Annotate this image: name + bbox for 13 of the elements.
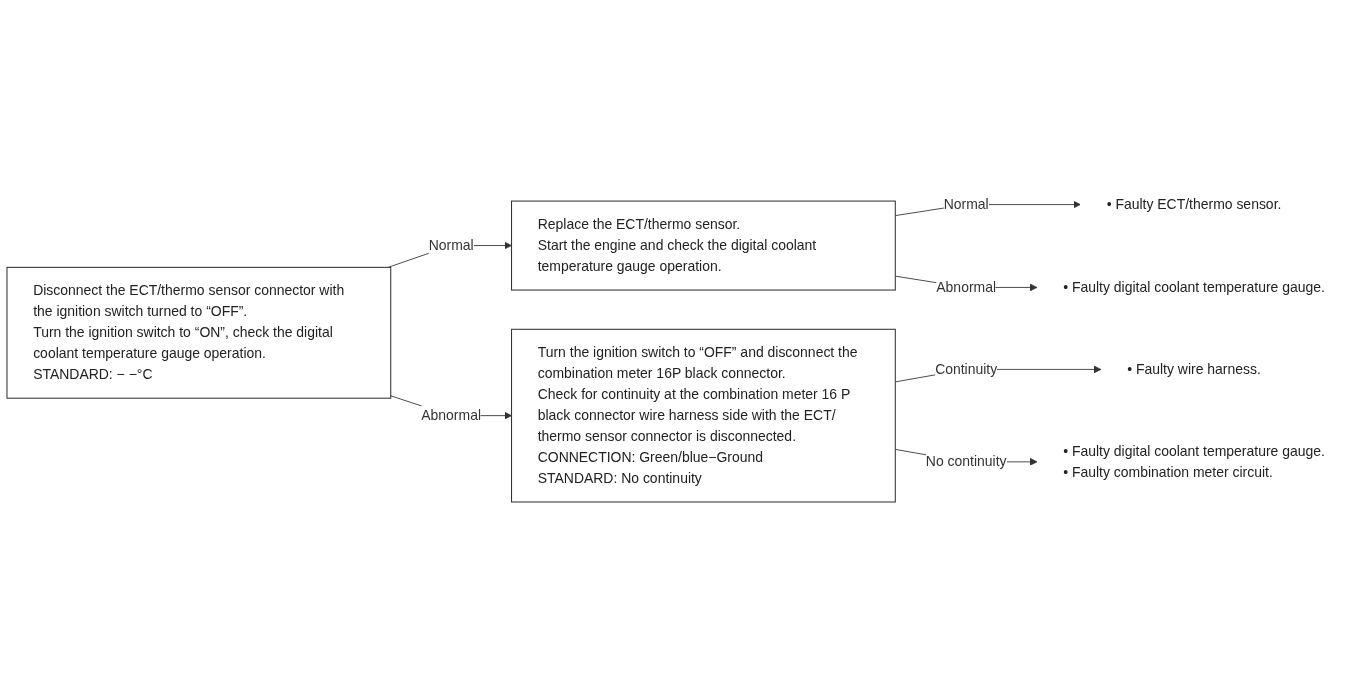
node-text: • Faulty digital coolant temperature gauge. [1063, 279, 1325, 295]
edge-label: Continuity [935, 361, 998, 377]
edge-label: Normal [943, 196, 989, 212]
node-box: Turn the ignition switch to “OFF” and disconnect the combination meter 16P black connector. Check for continuity at the combination meter 16 P black connector wire harness side with the ECT/ thermo sensor connector is disconnected. CONNECTION: Green/blue−Ground STANDARD: No continuity [511, 328, 896, 503]
edge-label: Abnormal [936, 279, 997, 295]
edge-label: Abnormal [421, 407, 481, 423]
node-box: Disconnect the ECT/thermo sensor connector with the ignition switch turned to “OFF”. Turn the ignition switch to “ON”, check the digital coolant temperature gauge operation. STANDARD: − −°C [6, 266, 392, 399]
node-box: Replace the ECT/thermo sensor. Start the engine and check the digital coolant temperature gauge operation. [511, 200, 896, 291]
node-text: • Faulty digital coolant temperature gauge. • Faulty combination meter circuit. [1063, 443, 1325, 480]
node-text: • Faulty wire harness. [1127, 361, 1261, 377]
edge-label: Normal [428, 237, 474, 253]
edge-label: No continuity [925, 454, 1007, 469]
node-text: • Faulty ECT/thermo sensor. [1106, 196, 1282, 212]
